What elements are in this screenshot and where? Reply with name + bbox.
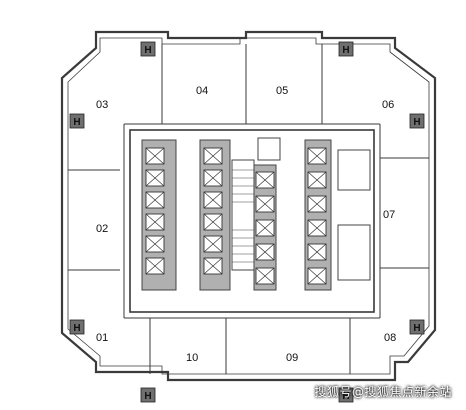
svg-text:H: H (73, 117, 80, 128)
svg-text:H: H (73, 323, 80, 334)
elevator-car (203, 169, 223, 187)
elevator-car (307, 267, 327, 285)
elevator-car (255, 219, 275, 237)
elevator-car (203, 235, 223, 253)
room-label-05: 05 (276, 85, 288, 97)
watermark-caption: 搜狐号@搜狐焦点新余站 (314, 385, 452, 399)
svg-text:H: H (342, 391, 349, 402)
elevator-car (255, 195, 275, 213)
svg-text:H: H (342, 45, 349, 56)
elevator-car (203, 257, 223, 275)
room-label-01: 01 (96, 332, 108, 344)
elevator-car (145, 169, 165, 187)
elevator-car (307, 195, 327, 213)
elevator-car (307, 243, 327, 261)
elevator-car (255, 243, 275, 261)
column-markers: H H H H H H H H (69, 41, 425, 403)
room-label-09: 09 (286, 352, 298, 364)
column-marker-icon: H (338, 387, 354, 403)
elevator-car (307, 171, 327, 189)
room-labels: 03 04 05 06 02 07 01 10 09 08 (96, 85, 396, 364)
elevator-car (203, 213, 223, 231)
room-label-03: 03 (96, 99, 108, 111)
column-marker-icon: H (409, 319, 425, 335)
service-room-b (337, 224, 371, 281)
elevator-car (145, 257, 165, 275)
svg-text:H: H (413, 117, 420, 128)
room-dividers (68, 44, 429, 374)
column-marker-icon: H (69, 319, 85, 335)
elevator-car (145, 213, 165, 231)
svg-text:H: H (413, 323, 420, 334)
service-room-a (337, 149, 371, 191)
room-label-06: 06 (382, 99, 394, 111)
svg-text:H: H (144, 391, 151, 402)
elevator-cars (145, 147, 327, 285)
outer-wall (60, 30, 437, 382)
elevator-car (255, 267, 275, 285)
column-marker-icon: H (69, 113, 85, 129)
shaft-room (257, 137, 281, 161)
room-label-07: 07 (383, 209, 395, 221)
elevator-car (145, 191, 165, 209)
elevator-car (307, 219, 327, 237)
elevator-car (145, 235, 165, 253)
elevator-bank-right (304, 139, 332, 291)
elevator-car (255, 171, 275, 189)
column-marker-icon: H (140, 41, 156, 57)
elevator-car (307, 147, 327, 165)
core-block (129, 129, 375, 313)
column-marker-icon: H (140, 387, 156, 403)
stair-core (231, 159, 255, 271)
column-marker-icon: H (409, 113, 425, 129)
room-label-04: 04 (196, 85, 208, 97)
room-label-02: 02 (96, 223, 108, 235)
column-marker-icon: H (338, 41, 354, 57)
svg-text:H: H (144, 45, 151, 56)
elevator-car (203, 191, 223, 209)
elevator-car (145, 147, 165, 165)
elevator-car (203, 147, 223, 165)
room-label-10: 10 (186, 352, 198, 364)
room-label-08: 08 (384, 332, 396, 344)
